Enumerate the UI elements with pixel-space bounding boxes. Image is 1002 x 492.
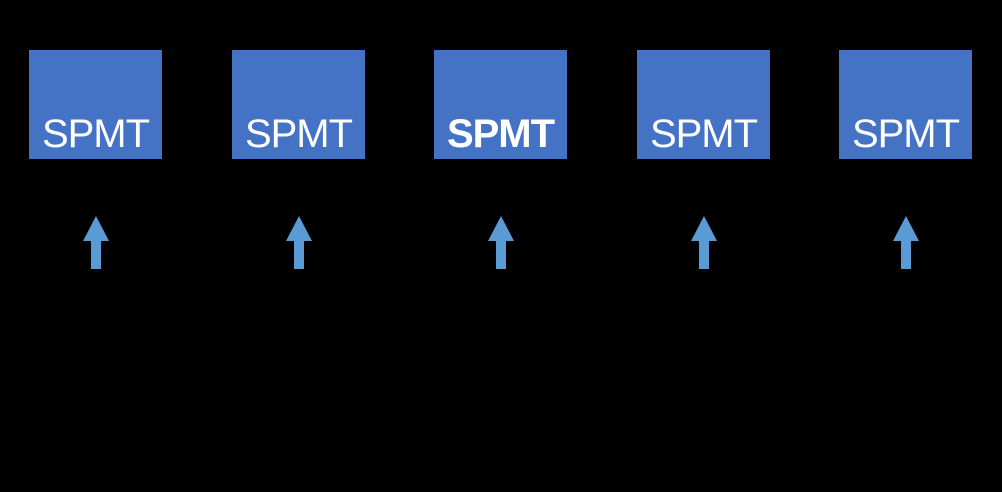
spmt-box: SPMT [637,50,770,159]
spmt-unit: SPMT [839,0,972,492]
up-arrow-icon [892,216,919,269]
up-arrow-icon [82,216,109,269]
spmt-box: SPMT [839,50,972,159]
spmt-box-label: SPMT [649,112,758,156]
spmt-box-label: SPMT [446,112,555,156]
up-arrow-icon [487,216,514,269]
spmt-unit: SPMT [232,0,365,492]
up-arrow-icon [285,216,312,269]
spmt-box-label: SPMT [41,112,150,156]
spmt-box: SPMT [29,50,162,159]
spmt-unit: SPMT [637,0,770,492]
spmt-unit: SPMT [29,0,162,492]
spmt-unit: SPMT [434,0,567,492]
spmt-box-label: SPMT [851,112,960,156]
spmt-box-label: SPMT [244,112,353,156]
spmt-box: SPMT [232,50,365,159]
up-arrow-icon [690,216,717,269]
spmt-box: SPMT [434,50,567,159]
